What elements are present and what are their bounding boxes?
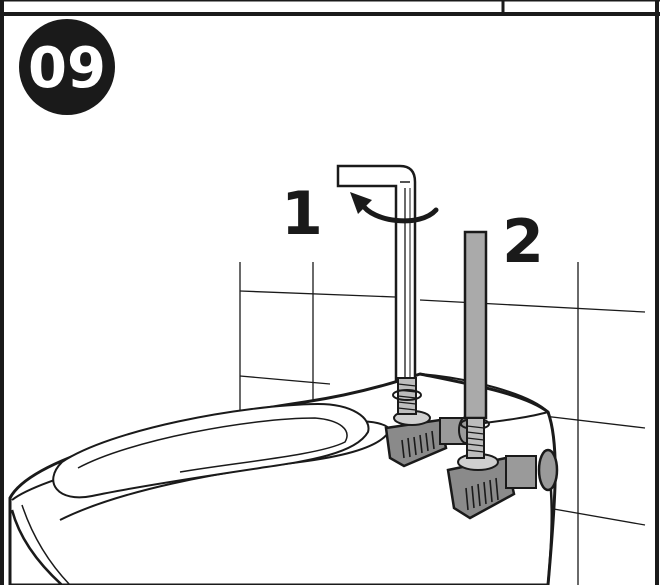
left-bracket bbox=[384, 410, 474, 468]
callout-1-label: 1 bbox=[281, 179, 323, 249]
step-badge: 09 bbox=[19, 19, 115, 115]
threaded-rod bbox=[460, 230, 490, 459]
right-bracket bbox=[446, 448, 559, 520]
wall-tiles bbox=[239, 262, 646, 585]
hex-key bbox=[336, 164, 422, 415]
rotate-arrow-icon bbox=[350, 192, 439, 224]
step-number: 09 bbox=[28, 36, 106, 101]
callout-2-label: 2 bbox=[502, 207, 544, 277]
